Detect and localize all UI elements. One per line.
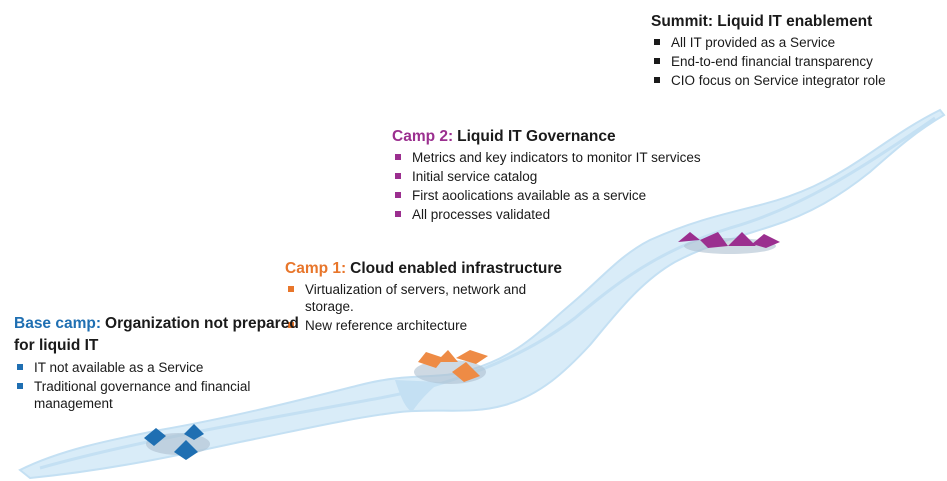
bullet-square-icon [654, 39, 660, 45]
tent-icon [436, 350, 458, 362]
bullet-square-icon [17, 383, 23, 389]
list-item: Initial service catalog [392, 168, 772, 185]
base-camp-block: Base camp:Organization not prepared for … [14, 313, 299, 414]
bullet-square-icon [395, 192, 401, 198]
bullet-square-icon [395, 173, 401, 179]
camp1-title-text: Cloud enabled infrastructure [350, 260, 563, 277]
list-item: Virtualization of servers, network and s… [285, 281, 570, 315]
camp2-title-text: Liquid IT Governance [457, 128, 616, 145]
list-item: All IT provided as a Service [651, 34, 941, 51]
bullet-square-icon [654, 77, 660, 83]
base-camp-prefix: Base camp: [14, 315, 102, 332]
tent-icon [184, 424, 204, 440]
river-stream [39, 116, 936, 470]
summit-title: Summit: Liquid IT enablement [651, 11, 941, 32]
summit-block: Summit: Liquid IT enablement All IT prov… [651, 11, 941, 91]
camp1-bullet-list: Virtualization of servers, network and s… [285, 281, 570, 334]
tent-icon [452, 362, 480, 382]
list-item: IT not available as a Service [14, 359, 289, 376]
tent-icon [456, 350, 488, 364]
camp2-bullet-list: Metrics and key indicators to monitor IT… [392, 149, 772, 223]
tent-icon [144, 428, 166, 446]
tent-icon [700, 232, 728, 248]
list-item: End-to-end financial transparency [651, 53, 941, 70]
tent-icon [752, 234, 780, 248]
camp1-title: Camp 1:Cloud enabled infrastructure [285, 258, 605, 279]
tent-icon [728, 232, 756, 246]
bullet-square-icon [395, 211, 401, 217]
list-item: Traditional governance and financial man… [14, 378, 289, 412]
camp2-block: Camp 2:Liquid IT Governance Metrics and … [392, 126, 772, 225]
list-item: First aoolications available as a servic… [392, 187, 772, 204]
tent-icon [678, 232, 700, 242]
camp2-prefix: Camp 2: [392, 128, 454, 145]
base-camp-bullet-list: IT not available as a Service Traditiona… [14, 359, 289, 412]
summit-title-text: Summit: Liquid IT enablement [651, 13, 873, 30]
list-item: CIO focus on Service integrator role [651, 72, 941, 89]
list-item: Metrics and key indicators to monitor IT… [392, 149, 772, 166]
river-inlet [395, 380, 440, 412]
base-camp-title-text: Organization not prepared for liquid IT [14, 315, 299, 354]
list-item: All processes validated [392, 206, 772, 223]
base-camp-tents [144, 424, 210, 460]
bullet-square-icon [17, 364, 23, 370]
base-camp-title: Base camp:Organization not prepared for … [14, 313, 299, 357]
list-item: New reference architecture [285, 317, 570, 334]
camp1-prefix: Camp 1: [285, 260, 347, 277]
camp2-title: Camp 2:Liquid IT Governance [392, 126, 772, 147]
bullet-square-icon [395, 154, 401, 160]
bullet-square-icon [288, 286, 294, 292]
tent-icon [174, 440, 198, 460]
bullet-square-icon [288, 322, 294, 328]
river-path [18, 108, 946, 480]
summit-camp-tents [678, 232, 780, 254]
tent-icon [418, 352, 444, 368]
camp1-tents [414, 350, 488, 384]
bullet-square-icon [654, 58, 660, 64]
summit-bullet-list: All IT provided as a Service End-to-end … [651, 34, 941, 89]
camp1-block: Camp 1:Cloud enabled infrastructure Virt… [285, 258, 605, 336]
